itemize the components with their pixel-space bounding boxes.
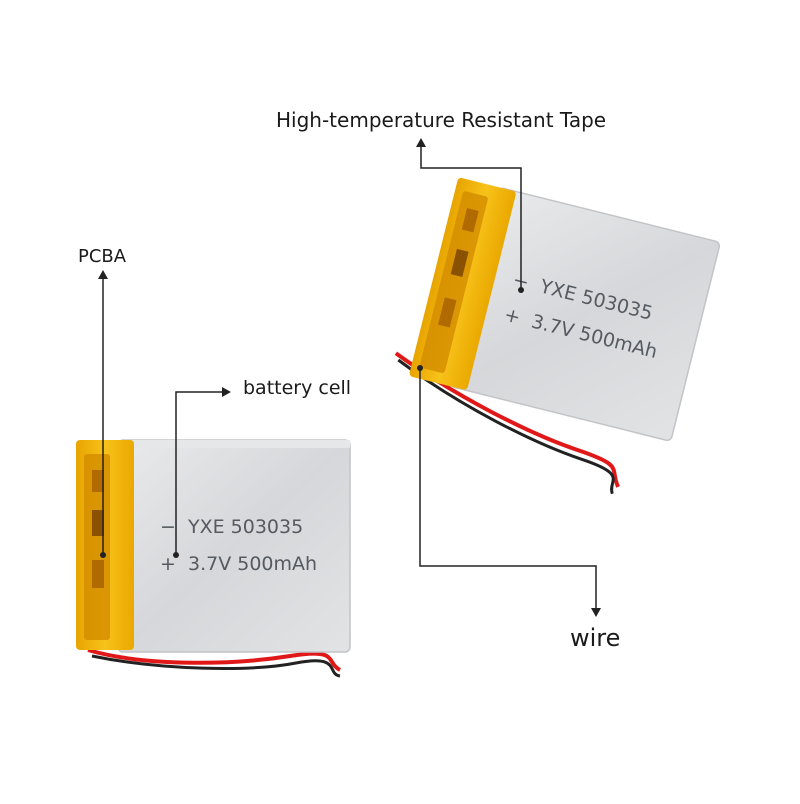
leader-dot: [417, 365, 423, 371]
callout-battery-cell: battery cell: [243, 377, 352, 399]
arrow-up-icon: [416, 138, 426, 147]
callout-wire: wire: [570, 624, 621, 652]
arrow-up-icon: [98, 270, 108, 279]
pcba-chip: [92, 560, 104, 588]
label-plus-right: +: [502, 304, 523, 329]
leader-wire: [419, 368, 597, 608]
label-model-left: YXE 503035: [187, 516, 303, 538]
wire-black-left: [91, 654, 341, 678]
arrow-down-icon: [591, 608, 601, 617]
leader-dots: [100, 287, 524, 558]
leader-arrows: [98, 138, 601, 617]
pcba-chip: [450, 248, 469, 278]
leader-dot: [100, 552, 106, 558]
wire-red-right: [394, 351, 620, 488]
wire-black-right: [397, 358, 615, 495]
callout-pcba: PCBA: [78, 246, 127, 267]
leader-dot: [173, 552, 179, 558]
pcba-chip: [92, 470, 104, 492]
leader-tape: [420, 146, 522, 290]
pcba-chip: [438, 297, 457, 328]
battery-right: − YXE 503035 + 3.7V 500mAh: [394, 177, 721, 495]
arrow-right-icon: [222, 387, 231, 397]
leader-lines: [102, 146, 597, 608]
label-minus-left: −: [160, 516, 176, 538]
pcba-right: [419, 191, 488, 373]
pcba-chip: [92, 510, 104, 536]
battery-left: − YXE 503035 + 3.7V 500mAh: [76, 439, 351, 678]
leader-cell: [175, 391, 222, 555]
cell-seal-edge-left: [118, 440, 350, 448]
pcba-chip: [461, 208, 479, 233]
label-plus-left: +: [160, 553, 176, 575]
leader-dot: [518, 287, 524, 293]
callout-tape: High-temperature Resistant Tape: [276, 108, 607, 132]
wire-red-left: [87, 648, 342, 672]
cell-body-left: [117, 439, 351, 653]
label-spec-left: 3.7V 500mAh: [188, 553, 317, 575]
